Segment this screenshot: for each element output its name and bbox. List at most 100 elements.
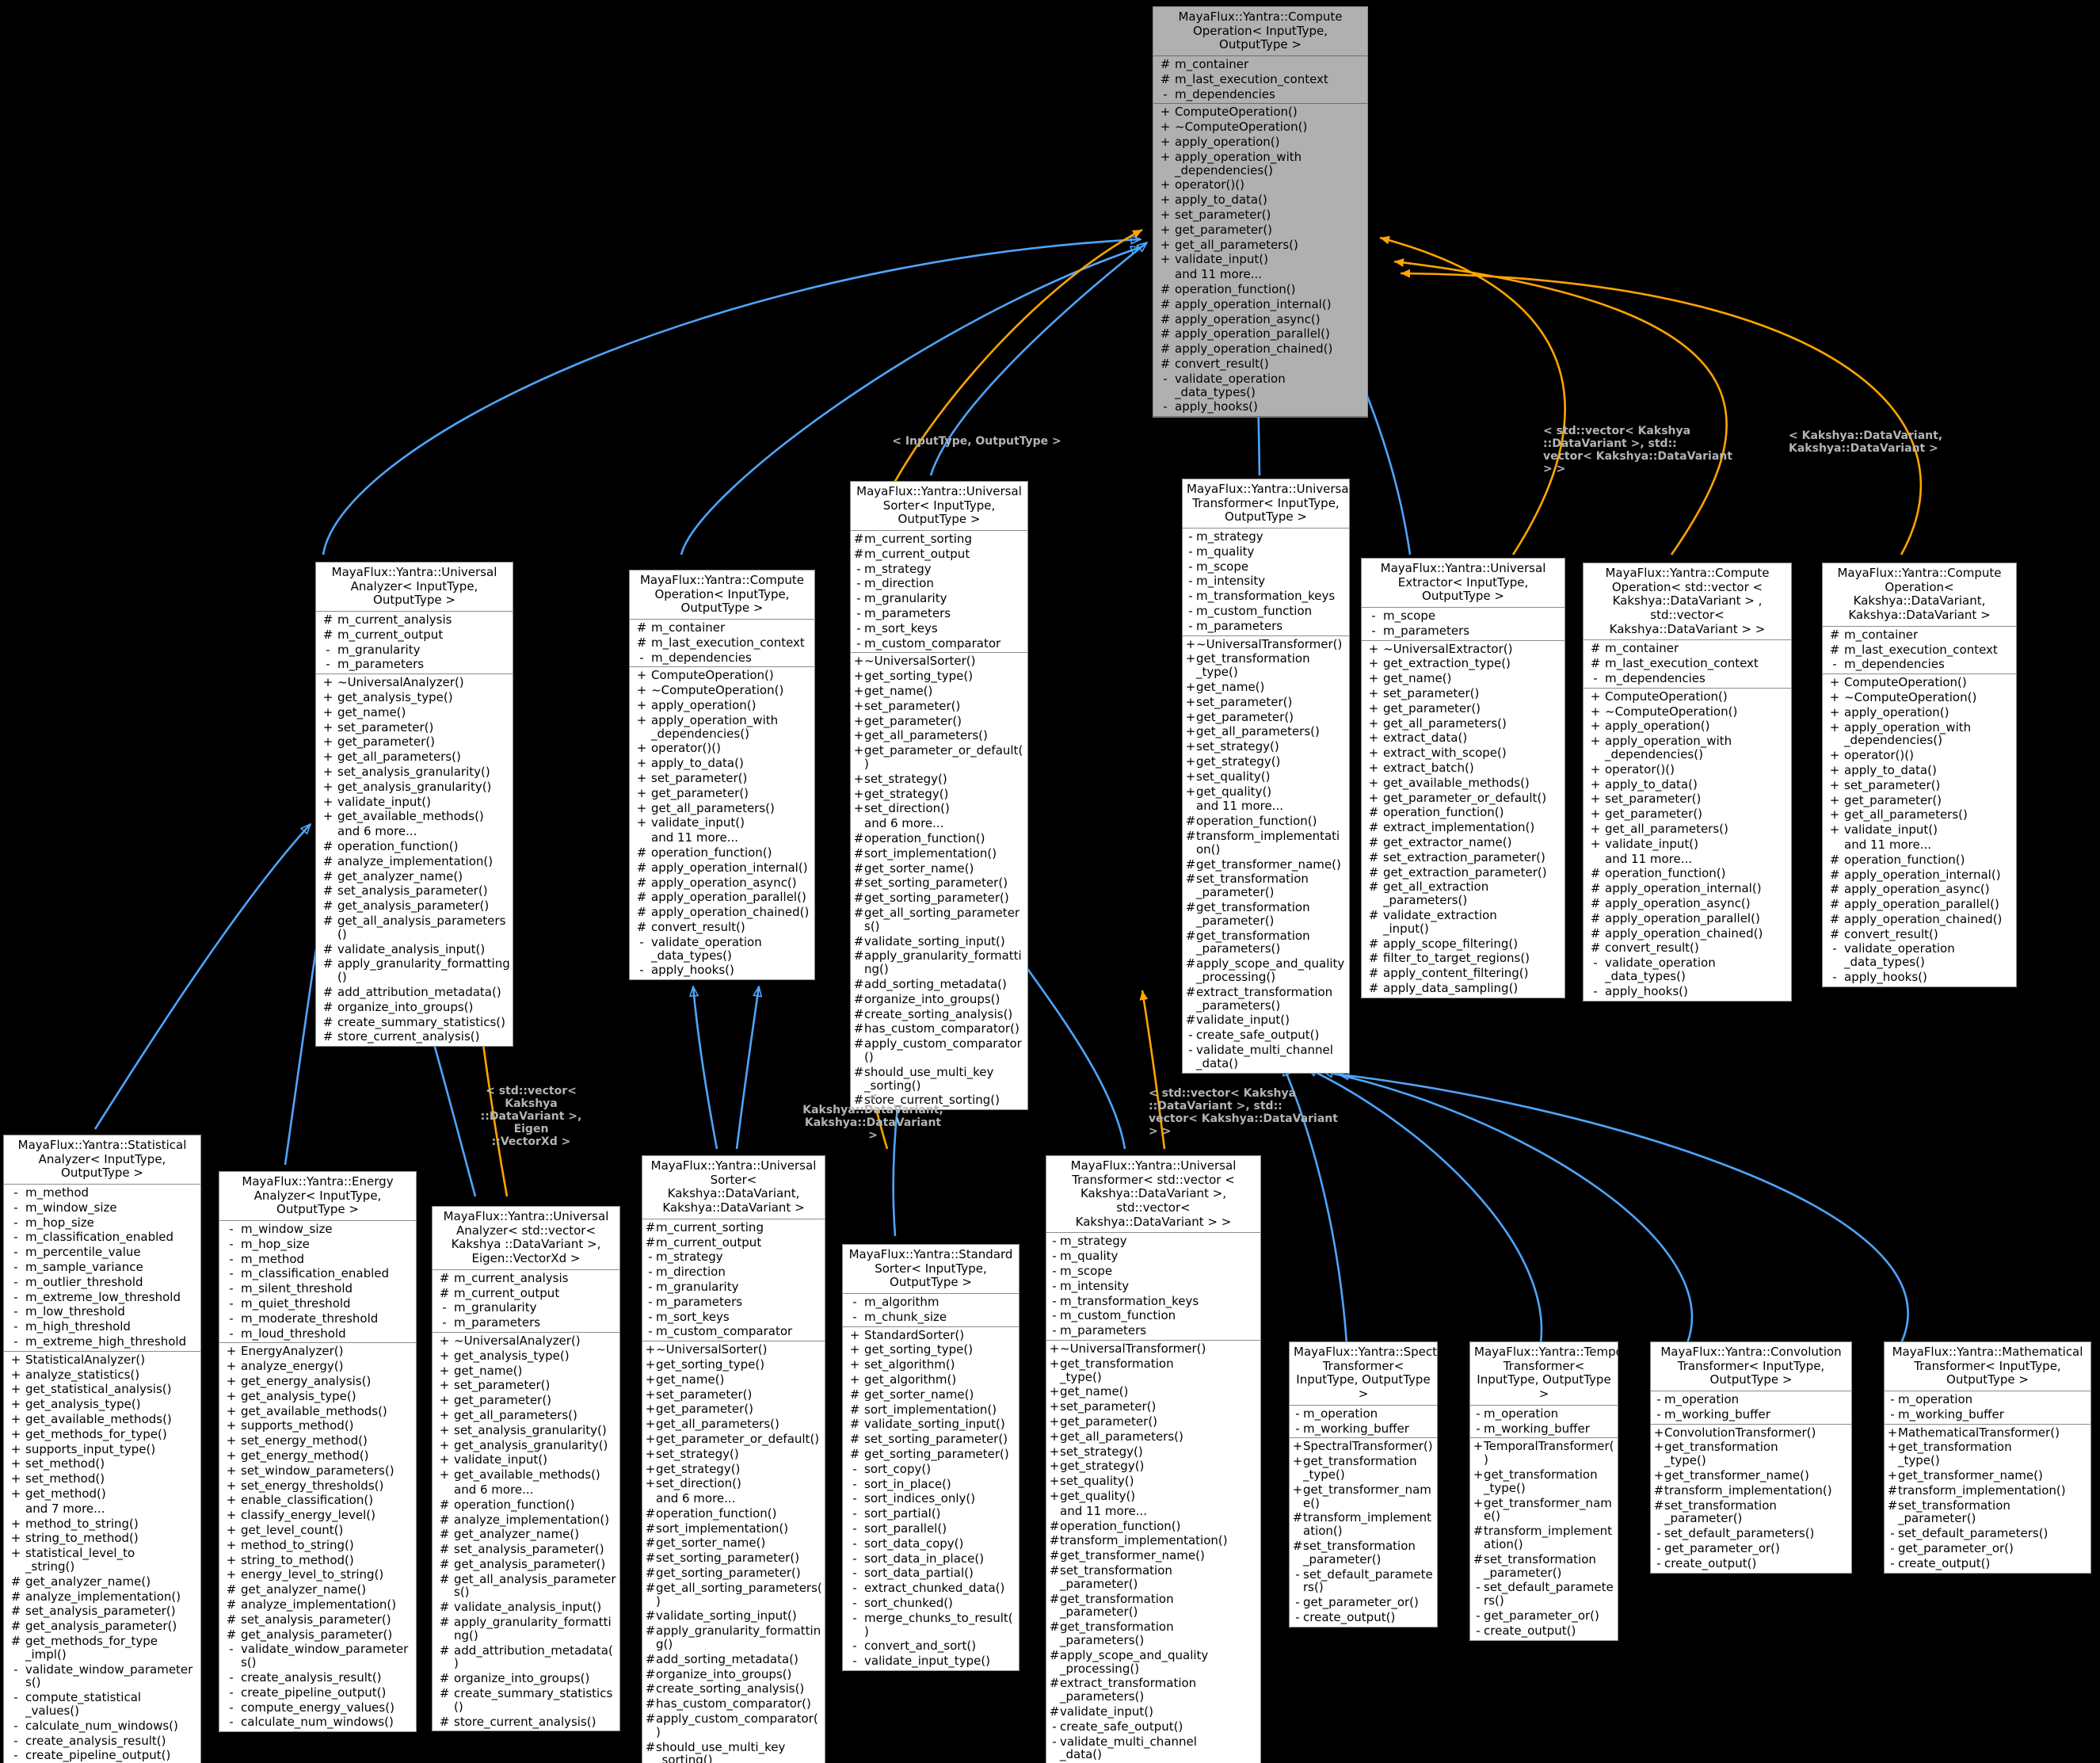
member-name: apply_scope_and_quality _processing() bbox=[1060, 1647, 1209, 1676]
member-name: validate_input() bbox=[1060, 1704, 1154, 1719]
member-row: #get_analyzer_name() bbox=[433, 1527, 619, 1542]
member-name: get_extraction_type() bbox=[1383, 656, 1511, 671]
member-row: +get_sorting_type() bbox=[642, 1357, 825, 1372]
visibility-marker: + bbox=[226, 1433, 237, 1448]
member-name: ~ComputeOperation() bbox=[651, 683, 784, 698]
class-title: MayaFlux::Yantra::Standard Sorter< Input… bbox=[843, 1245, 1019, 1295]
visibility-marker: # bbox=[1368, 936, 1379, 951]
class-node-compute-operation-dvdv[interactable]: MayaFlux::Yantra::Compute Operation< Kak… bbox=[1822, 563, 2017, 987]
member-name: and 6 more... bbox=[656, 1491, 736, 1506]
member-row: +apply_operation_with _dependencies() bbox=[1584, 734, 1791, 762]
class-node-universal-transformer-io[interactable]: MayaFlux::Yantra::Universal Transformer<… bbox=[1182, 479, 1352, 1074]
member-name: validate_input() bbox=[1196, 1013, 1290, 1028]
attributes-section: -m_operation-m_working_buffer bbox=[1470, 1406, 1618, 1439]
member-name: apply_to_data() bbox=[651, 756, 744, 771]
member-name: get_available_methods() bbox=[454, 1467, 600, 1483]
member-name: m_transformation_keys bbox=[1060, 1293, 1199, 1308]
member-name: validate_operation _data_types() bbox=[1175, 371, 1286, 399]
visibility-marker: + bbox=[1590, 777, 1601, 792]
visibility-marker: + bbox=[1368, 671, 1379, 686]
class-node-spectral-transformer[interactable]: MayaFlux::Yantra::Spectral Transformer< … bbox=[1289, 1341, 1453, 1628]
member-name: operation_function() bbox=[1175, 282, 1296, 297]
class-node-statistical-analyzer[interactable]: MayaFlux::Yantra::Statistical Analyzer< … bbox=[3, 1135, 201, 1763]
member-row: #set_transformation _parameter() bbox=[1290, 1539, 1437, 1567]
member-name: analyze_implementation() bbox=[454, 1512, 610, 1527]
member-name: m_dependencies bbox=[1844, 657, 1945, 672]
class-node-convolution-transformer[interactable]: MayaFlux::Yantra::Convolution Transforme… bbox=[1650, 1341, 1852, 1574]
member-name: apply_custom_comparator() bbox=[656, 1711, 818, 1739]
methods-section: +SpectralTransformer()+get_transformatio… bbox=[1290, 1438, 1437, 1626]
member-row: -m_operation bbox=[1470, 1406, 1618, 1421]
member-row: and 6 more... bbox=[433, 1483, 619, 1498]
class-node-universal-sorter-dvdv[interactable]: MayaFlux::Yantra::Universal Sorter< Kaks… bbox=[642, 1155, 825, 1763]
methods-section: +TemporalTransformer()+get_transformatio… bbox=[1470, 1438, 1618, 1639]
visibility-marker: + bbox=[322, 794, 333, 809]
visibility-marker: # bbox=[645, 1696, 656, 1711]
visibility-marker: # bbox=[322, 899, 333, 914]
member-row: +~UniversalExtractor() bbox=[1362, 642, 1565, 657]
member-row: -m_method bbox=[219, 1252, 416, 1267]
class-node-compute-operation-io[interactable]: MayaFlux::Yantra::Compute Operation< Inp… bbox=[629, 570, 815, 981]
member-name: m_transformation_keys bbox=[1196, 589, 1336, 604]
visibility-marker: - bbox=[1052, 1264, 1057, 1279]
class-node-energy-analyzer[interactable]: MayaFlux::Yantra::Energy Analyzer< Input… bbox=[219, 1171, 417, 1733]
member-row: #operation_function() bbox=[433, 1498, 619, 1513]
visibility-marker: # bbox=[853, 546, 864, 561]
visibility-marker: - bbox=[1295, 1406, 1300, 1421]
member-row: -set_default_parameters() bbox=[1470, 1580, 1618, 1608]
member-row: #apply_granularity_formatting() bbox=[642, 1624, 825, 1652]
class-node-compute-operation-root[interactable]: MayaFlux::Yantra::Compute Operation< Inp… bbox=[1153, 6, 1368, 418]
class-node-universal-sorter-io[interactable]: MayaFlux::Yantra::Universal Sorter< Inpu… bbox=[850, 481, 1028, 1111]
member-name: statistical_level_to _string() bbox=[25, 1546, 135, 1574]
member-row: #get_all_extraction _parameters() bbox=[1362, 880, 1565, 908]
attributes-section: #m_container#m_last_execution_context-m_… bbox=[630, 620, 814, 668]
class-node-universal-extractor-io[interactable]: MayaFlux::Yantra::Universal Extractor< I… bbox=[1361, 558, 1565, 998]
member-name: apply_operation_parallel() bbox=[1605, 910, 1760, 925]
attributes-section: #m_current_analysis#m_current_output-m_g… bbox=[316, 612, 513, 675]
class-node-compute-operation-vecvec[interactable]: MayaFlux::Yantra::Compute Operation< std… bbox=[1583, 563, 1792, 1002]
visibility-marker: # bbox=[439, 1600, 450, 1615]
visibility-marker: # bbox=[1185, 829, 1196, 843]
member-name: get_analysis_granularity() bbox=[454, 1437, 608, 1452]
member-row: -m_parameters bbox=[851, 606, 1027, 621]
class-node-universal-analyzer[interactable]: MayaFlux::Yantra::Universal Analyzer< In… bbox=[315, 562, 513, 1047]
member-name: get_name() bbox=[1383, 671, 1452, 686]
visibility-marker: - bbox=[639, 934, 644, 949]
visibility-marker: - bbox=[1188, 559, 1193, 574]
member-row: +extract_batch() bbox=[1362, 761, 1565, 776]
member-name: get_transformation _type() bbox=[1664, 1440, 1778, 1468]
visibility-marker: # bbox=[853, 933, 864, 948]
member-name: get_analysis_parameter() bbox=[241, 1627, 393, 1642]
member-row: +get_all_parameters() bbox=[1362, 716, 1565, 731]
member-name: validate_multi_channel _data() bbox=[1060, 1734, 1197, 1762]
member-row: #apply_operation_internal() bbox=[630, 861, 814, 876]
visibility-marker: # bbox=[849, 1402, 860, 1417]
attributes-section: #m_current_sorting#m_current_output-m_st… bbox=[851, 531, 1027, 654]
member-name: m_strategy bbox=[864, 561, 932, 576]
member-row: -m_granularity bbox=[316, 643, 513, 658]
member-name: validate_operation _data_types() bbox=[1605, 956, 1716, 983]
member-row: #should_use_multi_key _sorting() bbox=[642, 1740, 825, 1763]
member-row: #get_all_sorting_parameters() bbox=[642, 1581, 825, 1609]
member-row: +get_transformation _type() bbox=[1290, 1454, 1437, 1483]
visibility-marker: - bbox=[1656, 1392, 1661, 1407]
visibility-marker: # bbox=[645, 1651, 656, 1666]
class-node-universal-analyzer-vecxd[interactable]: MayaFlux::Yantra::Universal Analyzer< st… bbox=[432, 1206, 620, 1732]
member-row: #validate_analysis_input() bbox=[433, 1600, 619, 1615]
visibility-marker: + bbox=[1473, 1439, 1484, 1454]
class-node-mathematical-transformer[interactable]: MayaFlux::Yantra::Mathematical Transform… bbox=[1884, 1341, 2091, 1574]
member-row: -m_custom_comparator bbox=[642, 1324, 825, 1339]
member-name: apply_operation_with _dependencies() bbox=[1605, 734, 1732, 762]
member-name: m_parameters bbox=[337, 657, 425, 672]
class-node-standard-sorter[interactable]: MayaFlux::Yantra::Standard Sorter< Input… bbox=[842, 1244, 1020, 1671]
member-name: validate_sorting_input() bbox=[864, 933, 1005, 948]
member-name: m_direction bbox=[864, 576, 934, 591]
class-node-universal-transformer-vecvec[interactable]: MayaFlux::Yantra::Universal Transformer<… bbox=[1046, 1155, 1261, 1763]
member-name: m_sample_variance bbox=[25, 1260, 143, 1275]
class-node-temporal-transformer[interactable]: MayaFlux::Yantra::Temporal Transformer< … bbox=[1469, 1341, 1638, 1641]
visibility-marker: # bbox=[1185, 814, 1196, 829]
visibility-marker: # bbox=[10, 1574, 21, 1589]
member-name: m_quality bbox=[1060, 1249, 1119, 1264]
member-row: -m_percentile_value bbox=[4, 1245, 200, 1260]
visibility-marker: - bbox=[13, 1260, 18, 1275]
